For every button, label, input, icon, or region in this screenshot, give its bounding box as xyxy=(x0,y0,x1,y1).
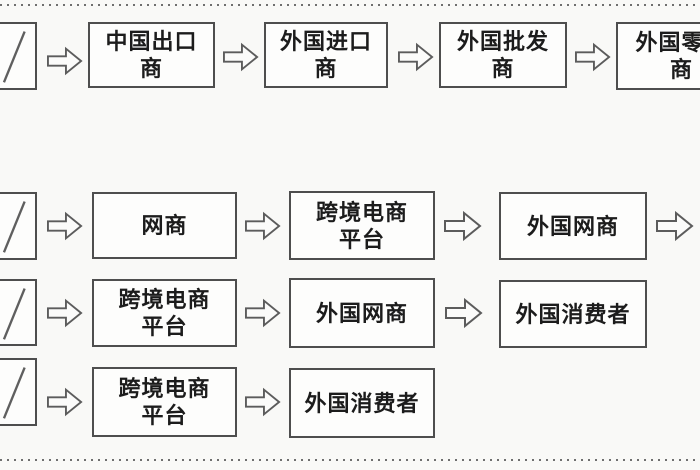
arrow-right-icon xyxy=(444,298,484,328)
node-label: 跨境电商 平台 xyxy=(315,199,408,252)
arrow-right-icon xyxy=(575,42,611,72)
arrow-right-icon xyxy=(245,298,281,328)
node-foreign-consumer: 外国消费者 xyxy=(289,368,435,438)
node-foreign-retailer: 外国零售 商 xyxy=(616,22,700,90)
node-china-exporter: 中国出口 商 xyxy=(88,22,215,88)
node-label: 外国消费者 xyxy=(515,301,631,327)
arrow-right-icon xyxy=(47,387,83,417)
slash-mark-icon xyxy=(2,31,26,83)
node-foreign-wholesaler: 外国批发 商 xyxy=(439,22,567,88)
arrow-right-icon xyxy=(245,387,281,417)
node-label: 中国出口 商 xyxy=(105,29,198,81)
node-label: 外国批发 商 xyxy=(456,29,549,81)
node-label: 网商 xyxy=(141,213,188,238)
node-cbec-platform: 跨境电商 平台 xyxy=(289,191,435,260)
node-foreign-importer: 外国进口 商 xyxy=(264,22,388,88)
slash-mark-icon xyxy=(2,367,26,419)
arrow-right-icon xyxy=(443,211,483,241)
node-foreign-online-merchant: 外国网商 xyxy=(289,278,435,348)
node-label: 外国消费者 xyxy=(304,390,420,416)
node-label: 外国网商 xyxy=(315,300,408,326)
arrow-right-icon xyxy=(656,211,694,241)
arrow-right-icon xyxy=(47,46,83,76)
node-label: 跨境电商 平台 xyxy=(118,287,211,339)
node-label: 外国网商 xyxy=(526,213,619,239)
node-cbec-platform: 跨境电商 平台 xyxy=(92,279,237,347)
node-label: 跨境电商 平台 xyxy=(118,376,211,428)
dashed-border-top xyxy=(0,4,700,6)
dashed-border-bottom xyxy=(0,459,700,461)
node-foreign-consumer: 外国消费者 xyxy=(499,280,647,348)
node-label: 外国零售 商 xyxy=(635,30,700,82)
arrow-right-icon xyxy=(398,42,434,72)
arrow-right-icon xyxy=(47,298,83,328)
slash-mark-icon xyxy=(2,201,26,253)
node-label: 外国进口 商 xyxy=(279,29,372,81)
arrow-right-icon xyxy=(223,42,259,72)
clipped-node-row3 xyxy=(0,279,37,346)
node-foreign-online-merchant: 外国网商 xyxy=(499,192,647,260)
clipped-node-row1 xyxy=(0,22,37,90)
arrow-right-icon xyxy=(245,211,281,241)
arrow-right-icon xyxy=(47,211,83,241)
node-cbec-platform: 跨境电商 平台 xyxy=(92,367,237,437)
slash-mark-icon xyxy=(2,288,26,340)
clipped-node-row2 xyxy=(0,192,37,260)
node-online-merchant: 网商 xyxy=(92,192,237,259)
clipped-node-row4 xyxy=(0,358,37,426)
